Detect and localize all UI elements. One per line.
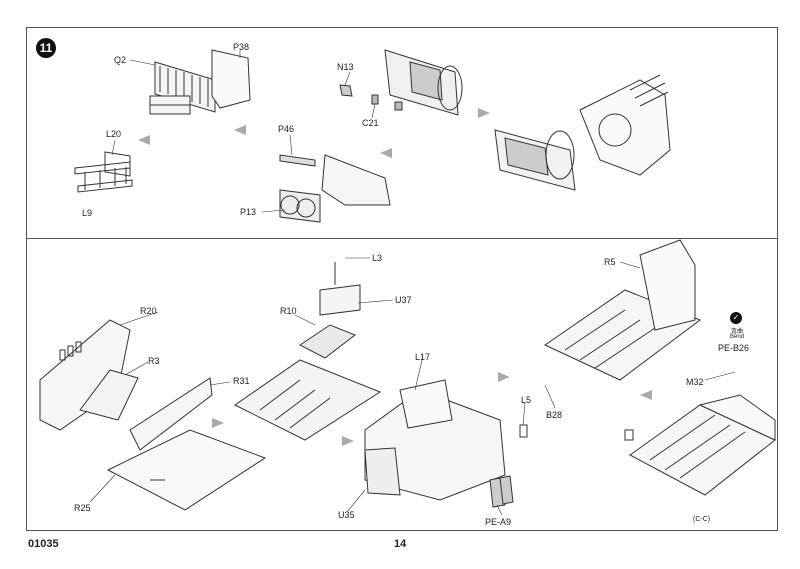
part-label-n13: N13 [337,62,354,72]
bend-note-cn: 弯曲 [731,329,744,335]
instruction-frame [26,27,778,531]
step-arrows [138,108,652,446]
page-number: 14 [394,538,407,550]
part-label-m32: M32 [686,377,704,387]
floor-final-assembly-drawing [624,394,776,496]
part-label-b28: B28 [546,410,563,420]
part-label-r3: R3 [148,356,160,366]
part-label-l9: L9 [82,208,93,218]
part-label-c21: C21 [362,118,379,128]
radiator-n13-c21-drawing [339,49,463,116]
kit-code: 01035 [28,538,59,550]
part-label-r25: R25 [74,503,91,513]
section-divider [26,238,778,239]
bend-check-icon: ✓ [730,312,742,324]
radiator-p46-p13-drawing [279,154,391,223]
part-label-p38: P38 [233,42,250,52]
part-label-r5: R5 [604,257,616,267]
part-label-pe-b26: PE-B26 [718,343,750,353]
part-label-p46: P46 [278,124,295,134]
part-label-r20: R20 [140,306,157,316]
cab-panels-r20-r31-drawing [39,319,267,511]
engine-radiator-assembly-drawing [494,74,671,191]
frame-l20-l9-drawing [74,151,133,193]
part-label-l3: L3 [372,253,383,263]
part-label-r31: R31 [233,376,250,386]
floor-r5-b28-drawing [543,239,702,381]
part-label-pe-a9: PE-A9 [485,517,512,527]
part-label-u37: U37 [395,295,412,305]
step-number-badge: 11 [36,38,56,58]
view-label-cc: (C-C) [693,516,711,523]
part-label-l17: L17 [415,352,431,362]
grille-q2-p38-drawing [149,49,251,115]
part-label-u35: U35 [338,510,355,520]
floor-r10-u37-drawing [234,262,382,441]
part-label-r10: R10 [280,306,297,316]
part-label-l5: L5 [521,395,532,405]
body-l17-u35-drawing [364,379,528,508]
part-label-l20: L20 [106,129,122,139]
bend-note-en: Bend [730,334,745,340]
part-label-p13: P13 [240,207,257,217]
part-label-q2: Q2 [114,55,127,65]
